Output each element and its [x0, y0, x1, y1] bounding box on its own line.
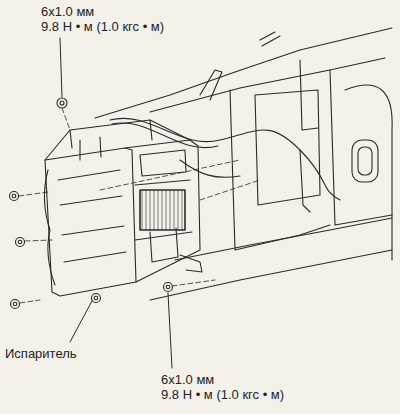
torque-value: 9.8 Н • м (1.0 кгс • м) [160, 387, 285, 402]
torque-value: 9.8 Н • м (1.0 кгс • м) [40, 19, 165, 34]
body-panel [95, 28, 392, 300]
leader-lines [60, 38, 172, 368]
bolts [10, 98, 173, 309]
evaporator-housing [44, 120, 202, 296]
part-name: Испаритель [4, 346, 78, 361]
bolt-size: 6x1.0 мм [40, 4, 95, 19]
assembly-lines [19, 108, 260, 303]
bolt-size: 6x1.0 мм [160, 372, 215, 387]
